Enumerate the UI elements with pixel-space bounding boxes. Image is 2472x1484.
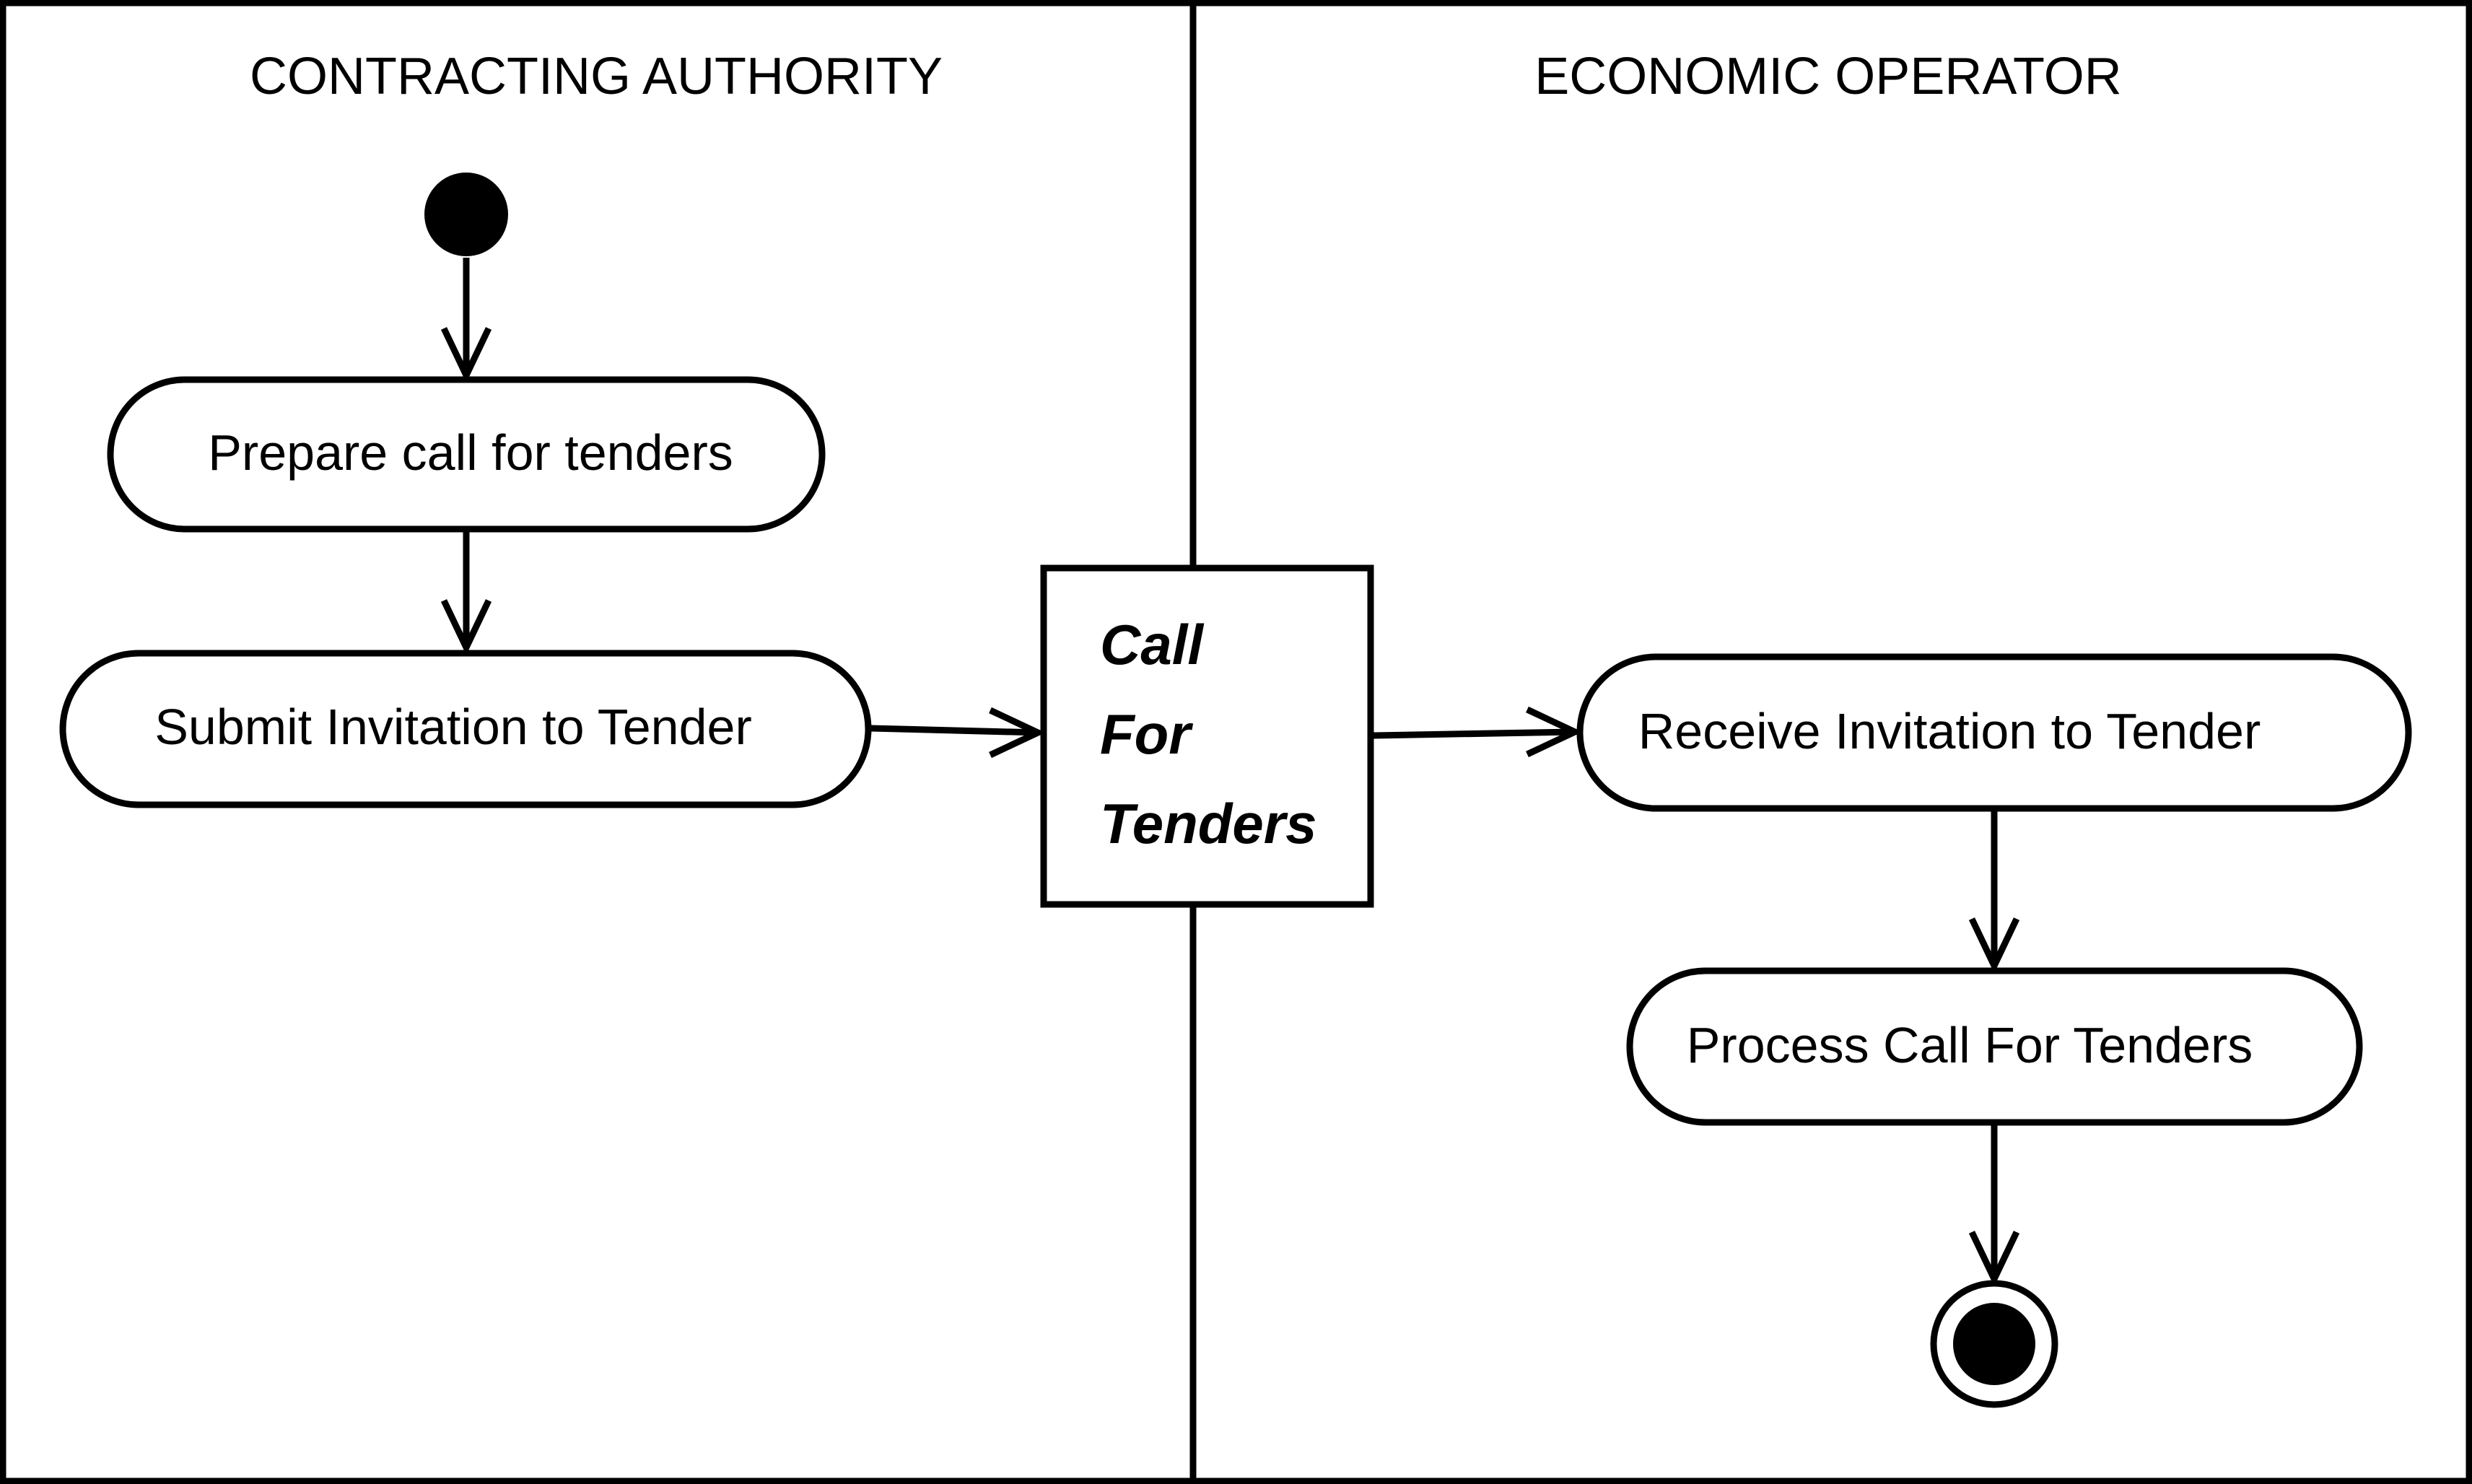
object-label-line-1: Call bbox=[1100, 613, 1204, 676]
action-label: Prepare call for tenders bbox=[208, 424, 733, 481]
edge-prepare-to-submit bbox=[440, 529, 492, 655]
action-label: Submit Invitation to Tender bbox=[154, 699, 752, 755]
action-prepare-call-for-tenders: Prepare call for tenders bbox=[107, 376, 826, 533]
edge-submit-to-call-for-tenders bbox=[870, 707, 1046, 759]
edge-process-to-final bbox=[1968, 1122, 2020, 1287]
final-node bbox=[1930, 1280, 2058, 1408]
lane-title-economic-operator: ECONOMIC OPERATOR bbox=[1534, 48, 2121, 105]
edge-receive-to-process bbox=[1968, 808, 2020, 974]
action-process-call-for-tenders: Process Call For Tenders bbox=[1626, 967, 2363, 1126]
initial-node bbox=[424, 173, 508, 256]
action-label: Process Call For Tenders bbox=[1687, 1017, 2253, 1073]
object-label-line-3: Tenders bbox=[1100, 792, 1317, 855]
edge-call-for-tenders-to-receive bbox=[1373, 706, 1583, 758]
object-node-call-for-tenders: Call For Tenders bbox=[1040, 564, 1374, 908]
edge-initial-to-prepare bbox=[440, 258, 492, 383]
object-label-line-2: For bbox=[1100, 702, 1193, 766]
action-submit-invitation-to-tender: Submit Invitation to Tender bbox=[59, 650, 872, 808]
action-receive-invitation-to-tender: Receive Invitation to Tender bbox=[1576, 653, 2412, 812]
action-label: Receive Invitation to Tender bbox=[1638, 703, 2261, 759]
lane-title-contracting-authority: CONTRACTING AUTHORITY bbox=[250, 48, 943, 105]
